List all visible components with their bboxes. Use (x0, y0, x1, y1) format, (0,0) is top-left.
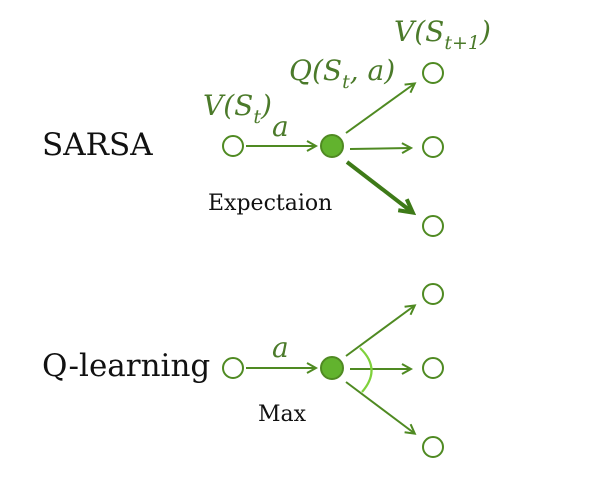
qlearning-action-label: a (272, 331, 289, 364)
sarsa-edge-down-bold (345, 160, 412, 212)
qlearning-state-node (222, 357, 244, 379)
sarsa-action-label: a (272, 110, 289, 143)
qlearning-next-state-3 (422, 436, 444, 458)
sarsa-edge-mid (349, 148, 410, 149)
qlearning-operator-label: Max (258, 402, 307, 427)
qlearning-edge-up (345, 306, 414, 357)
qlearning-action-node (320, 356, 344, 380)
sarsa-next-state-3 (422, 215, 444, 237)
svg-text:V(St+1): V(St+1) (394, 15, 491, 54)
sarsa-operator-label: Expectaion (208, 191, 332, 216)
sarsa-state-node (222, 135, 244, 157)
qlearning-edge-down (345, 381, 414, 433)
qlearning-next-state-2 (422, 357, 444, 379)
v-next-label: V(St+1) (394, 15, 491, 54)
svg-text:V(St): V(St) (203, 89, 272, 128)
q-sa-label: Q(St, a) (289, 54, 395, 93)
svg-text:Q(St, a): Q(St, a) (289, 54, 395, 93)
sarsa-label: SARSA (42, 127, 153, 163)
sarsa-edge-up (345, 84, 414, 134)
sarsa-next-state-2 (422, 136, 444, 158)
sarsa-next-state-1 (422, 62, 444, 84)
max-operator-arc (359, 347, 373, 393)
v-st-label: V(St) (203, 89, 272, 128)
qlearning-label: Q-learning (42, 348, 210, 384)
sarsa-action-node (320, 134, 344, 158)
qlearning-next-state-1 (422, 283, 444, 305)
